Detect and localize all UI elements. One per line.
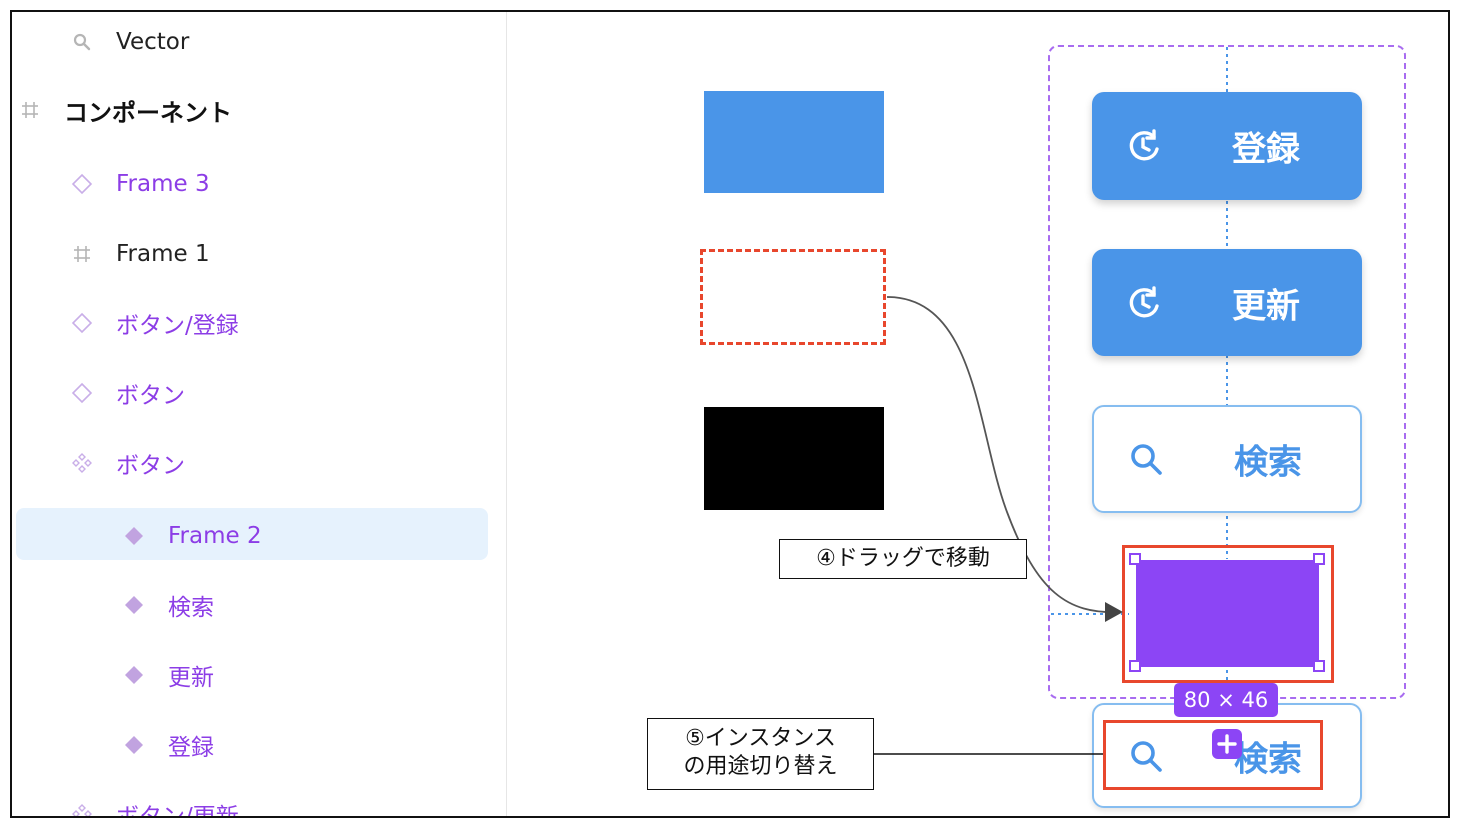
update-button[interactable]: 更新 xyxy=(1092,249,1362,356)
refresh-clock-icon xyxy=(1124,283,1164,323)
layer-label: ボタン xyxy=(116,383,185,409)
layer-button-register[interactable]: ボタン/登録 xyxy=(70,298,239,348)
annotation-line-2: の用途切り替え xyxy=(683,754,838,779)
frame-grid-icon xyxy=(18,98,42,122)
instance-swap-annotation: ⑤インスタンス の用途切り替え xyxy=(647,718,874,790)
resize-handle-top-left[interactable] xyxy=(1129,553,1141,565)
layer-frame-1[interactable]: Frame 1 xyxy=(70,229,210,279)
instance-swap-highlight xyxy=(1103,720,1323,790)
button-label: 登録 xyxy=(1232,129,1300,170)
black-rectangle-swatch[interactable] xyxy=(704,407,884,510)
swap-connector-line xyxy=(874,753,1103,755)
layer-label: Frame 2 xyxy=(168,523,262,549)
blue-rectangle-swatch[interactable] xyxy=(704,91,884,193)
component-filled-icon xyxy=(122,733,146,757)
layer-label: Frame 3 xyxy=(116,171,210,197)
register-button[interactable]: 登録 xyxy=(1092,92,1362,200)
frame-grid-icon xyxy=(70,242,94,266)
component-filled-icon xyxy=(122,663,146,687)
layer-label: ボタン/更新 xyxy=(116,804,239,818)
search-icon xyxy=(70,30,94,54)
layer-label: コンポーネント xyxy=(64,98,232,127)
search-button[interactable]: 検索 xyxy=(1092,405,1362,513)
button-label: 更新 xyxy=(1232,286,1300,326)
search-icon xyxy=(1126,736,1166,776)
layer-components-page[interactable]: コンポーネント xyxy=(18,85,232,135)
layer-label: Vector xyxy=(116,29,190,55)
layers-panel: Vector コンポーネント Frame 3 Frame 1 ボタン/登録 xyxy=(12,12,507,816)
layer-search[interactable]: 検索 xyxy=(122,580,214,630)
resize-handle-top-right[interactable] xyxy=(1313,553,1325,565)
layer-label: 検索 xyxy=(168,595,214,621)
selected-frame-2[interactable] xyxy=(1135,559,1320,668)
design-canvas[interactable]: 登録 更新 検索 検索 xyxy=(507,12,1448,816)
drag-arrow xyxy=(886,296,1123,622)
component-outline-icon xyxy=(70,381,94,405)
resize-handle-bottom-left[interactable] xyxy=(1129,660,1141,672)
layer-register[interactable]: 登録 xyxy=(122,720,214,770)
drop-target-highlight xyxy=(1122,545,1334,683)
component-outline-icon xyxy=(70,311,94,335)
layer-update[interactable]: 更新 xyxy=(122,650,214,700)
layer-button-update-set[interactable]: ボタン/更新 xyxy=(70,789,239,818)
drag-annotation: ④ドラッグで移動 xyxy=(779,539,1027,579)
component-set-icon xyxy=(70,451,94,475)
component-filled-icon xyxy=(122,593,146,617)
layer-button-set[interactable]: ボタン xyxy=(70,438,185,488)
component-outline-icon xyxy=(70,172,94,196)
plus-icon[interactable] xyxy=(1212,729,1242,759)
layer-label: Frame 1 xyxy=(116,241,210,267)
button-label: 検索 xyxy=(1234,739,1302,779)
layer-label: ボタン/登録 xyxy=(116,313,239,339)
layer-label: 更新 xyxy=(168,665,214,691)
layer-label: 登録 xyxy=(168,735,214,761)
screenshot-frame: Vector コンポーネント Frame 3 Frame 1 ボタン/登録 xyxy=(10,10,1450,818)
selected-layer-highlight xyxy=(16,508,488,560)
component-set-icon xyxy=(70,802,94,816)
layer-vector[interactable]: Vector xyxy=(70,17,189,67)
annotation-line-1: ⑤インスタンス xyxy=(685,726,836,751)
refresh-clock-icon xyxy=(1124,126,1164,166)
search-icon xyxy=(1126,439,1166,479)
size-badge: 80 × 46 xyxy=(1174,683,1278,717)
component-filled-icon xyxy=(122,524,146,548)
button-label: 検索 xyxy=(1234,442,1302,483)
drop-source-placeholder[interactable] xyxy=(700,249,886,345)
layer-label: ボタン xyxy=(116,453,185,479)
layer-frame-2[interactable]: Frame 2 xyxy=(122,511,262,561)
resize-handle-bottom-right[interactable] xyxy=(1313,660,1325,672)
layer-frame-3[interactable]: Frame 3 xyxy=(70,159,210,209)
layer-button[interactable]: ボタン xyxy=(70,368,185,418)
